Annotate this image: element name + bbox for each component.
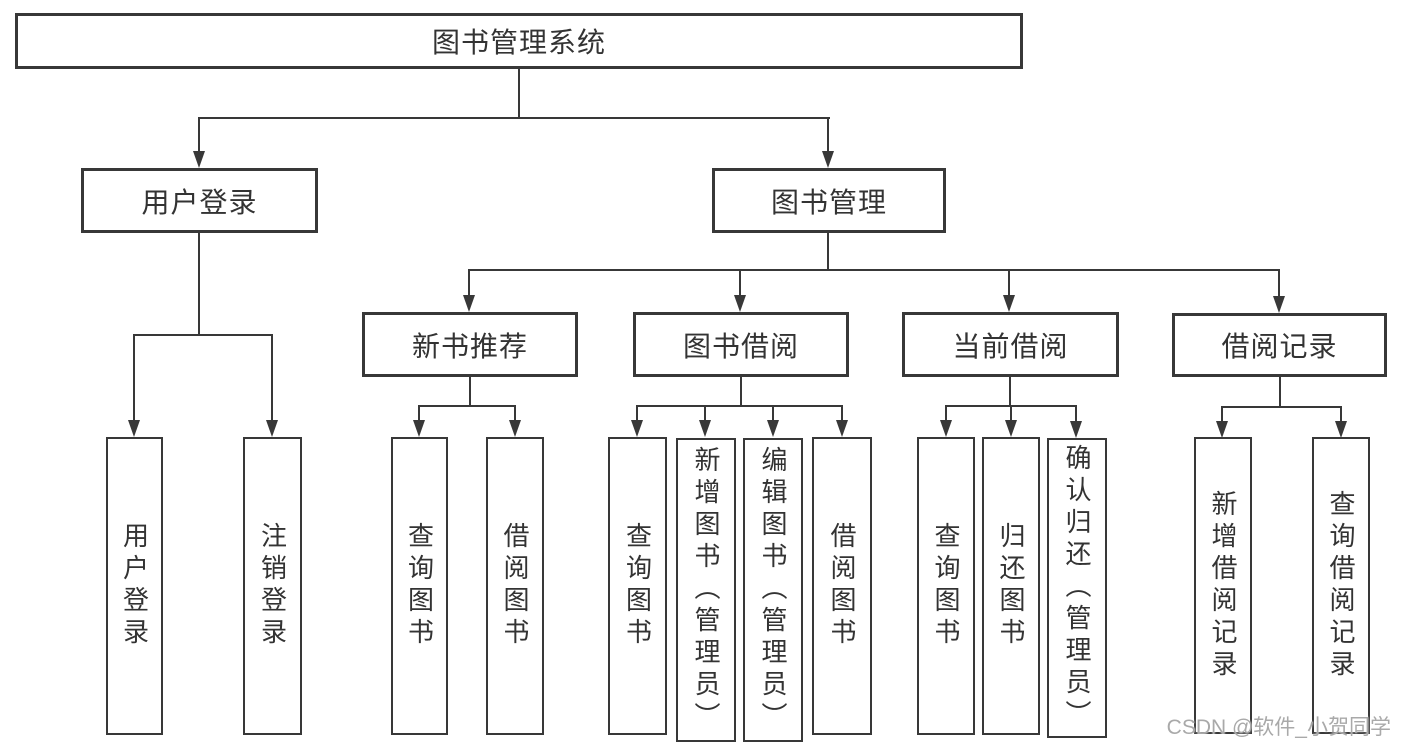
connector-stem-b-borrow-books	[841, 405, 843, 421]
connector-current-borrow-trunk	[1009, 377, 1011, 407]
connector-stem-logout	[271, 334, 273, 421]
arrowhead-b-edit-books	[767, 420, 779, 437]
node-leaf-query-borrow-record: 查询借阅记录	[1312, 437, 1370, 734]
connector-stem-c-query-books	[945, 405, 947, 421]
node-leaf-borrow-query-books: 查询图书	[608, 437, 667, 735]
node-current-borrowing: 当前借阅	[902, 312, 1119, 377]
connector-user-login-trunk	[198, 233, 200, 336]
node-leaf-add-borrow-record: 新增借阅记录	[1194, 437, 1252, 734]
node-label: 借阅图书	[500, 522, 530, 650]
arrowhead-borrow-records	[1273, 296, 1285, 313]
node-label: 查询图书	[404, 522, 435, 650]
arrowhead-current-borrow	[1003, 295, 1015, 312]
connector-stem-book-borrow	[739, 269, 741, 296]
node-leaf-return-books: 归还图书	[982, 437, 1040, 735]
connector-root-split	[198, 117, 830, 119]
arrowhead-b-borrow-books	[836, 420, 848, 437]
node-user-login-group: 用户登录	[81, 168, 318, 233]
arrowhead-book-borrow	[734, 295, 746, 312]
node-book-management: 图书管理	[712, 168, 946, 233]
arrowhead-d-query-record	[1335, 421, 1347, 438]
node-label: 借阅记录	[1221, 331, 1338, 362]
node-leaf-user-login: 用户登录	[106, 437, 163, 735]
arrowhead-c-query-books	[940, 420, 952, 437]
node-label: 图书管理系统	[431, 27, 606, 58]
connector-book-mgmt-trunk	[827, 233, 829, 271]
node-label: 查询图书	[931, 522, 961, 650]
connector-stem-b-add-books	[704, 405, 706, 421]
connector-book-mgmt-split	[468, 269, 1280, 271]
node-label: 归还图书	[996, 522, 1026, 650]
node-leaf-rec-borrow-books: 借阅图书	[486, 437, 544, 735]
csdn-watermark: CSDN @软件_小贺同学	[1166, 716, 1391, 739]
node-label: 当前借阅	[952, 330, 1069, 362]
node-leaf-borrow-borrow-books: 借阅图书	[812, 437, 872, 735]
node-book-borrowing: 图书借阅	[633, 312, 849, 377]
node-leaf-edit-books-admin: 编辑图书（管理员）	[743, 438, 803, 742]
node-label: 用户登录	[141, 186, 258, 218]
node-label: 用户登录	[119, 522, 150, 650]
connector-stem-new-book-rec	[468, 269, 470, 296]
node-leaf-rec-query-books: 查询图书	[391, 437, 448, 735]
node-label: 借阅图书	[827, 522, 857, 650]
node-borrowing-records: 借阅记录	[1172, 313, 1387, 377]
connector-user-login-split	[133, 334, 273, 336]
node-label: 新增借阅记录	[1208, 489, 1238, 682]
connector-stem-c-confirm-return	[1075, 405, 1077, 421]
connector-new-book-rec-trunk	[469, 377, 471, 407]
connector-stem-current-borrow	[1008, 269, 1010, 296]
connector-stem-d-add-record	[1221, 406, 1223, 421]
arrowhead-d-add-record	[1216, 421, 1228, 438]
node-new-book-recommendation: 新书推荐	[362, 312, 578, 377]
node-label: 注销登录	[257, 522, 288, 650]
node-root-library-management-system: 图书管理系统	[15, 13, 1023, 69]
node-leaf-logout: 注销登录	[243, 437, 302, 735]
connector-stem-book-management	[827, 117, 829, 153]
connector-book-borrow-trunk	[740, 377, 742, 407]
node-label: 编辑图书（管理员）	[758, 446, 788, 734]
arrowhead-a-query-books	[413, 420, 425, 437]
node-label: 新书推荐	[411, 330, 528, 362]
connector-new-book-rec-split	[418, 405, 516, 407]
arrowhead-b-add-books	[699, 420, 711, 437]
connector-borrow-records-split	[1221, 406, 1341, 408]
connector-stem-b-edit-books	[772, 405, 774, 421]
node-leaf-current-query-books: 查询图书	[917, 437, 975, 735]
node-label: 图书管理	[770, 186, 887, 218]
connector-stem-borrow-records	[1278, 269, 1280, 296]
connector-stem-c-return-books	[1010, 405, 1012, 421]
connector-stem-a-borrow-books	[514, 405, 516, 421]
arrowhead-c-return-books	[1005, 420, 1017, 437]
node-leaf-add-books-admin: 新增图书（管理员）	[676, 438, 736, 742]
arrowhead-c-confirm-return	[1070, 421, 1082, 438]
node-label: 图书借阅	[682, 330, 799, 362]
connector-book-borrow-split	[636, 405, 843, 407]
connector-stem-d-query-record	[1340, 406, 1342, 421]
node-label: 查询图书	[622, 522, 653, 650]
connector-root-trunk	[518, 68, 520, 119]
node-leaf-confirm-return-admin: 确认归还（管理员）	[1047, 438, 1107, 738]
connector-stem-b-query-books	[636, 405, 638, 421]
node-label: 确认归还（管理员）	[1062, 444, 1092, 732]
arrowhead-new-book-rec	[463, 295, 475, 312]
connector-stem-user-login-group	[198, 117, 200, 153]
arrowhead-user-login-group	[193, 151, 205, 168]
arrowhead-logout	[266, 420, 278, 437]
connector-stem-user-login	[133, 334, 135, 421]
arrowhead-user-login	[128, 420, 140, 437]
arrowhead-book-management	[822, 151, 834, 168]
connector-borrow-records-trunk	[1279, 377, 1281, 408]
arrowhead-b-query-books	[631, 420, 643, 437]
node-label: 新增图书（管理员）	[691, 446, 721, 734]
arrowhead-a-borrow-books	[509, 420, 521, 437]
node-label: 查询借阅记录	[1326, 489, 1356, 682]
connector-stem-a-query-books	[418, 405, 420, 421]
